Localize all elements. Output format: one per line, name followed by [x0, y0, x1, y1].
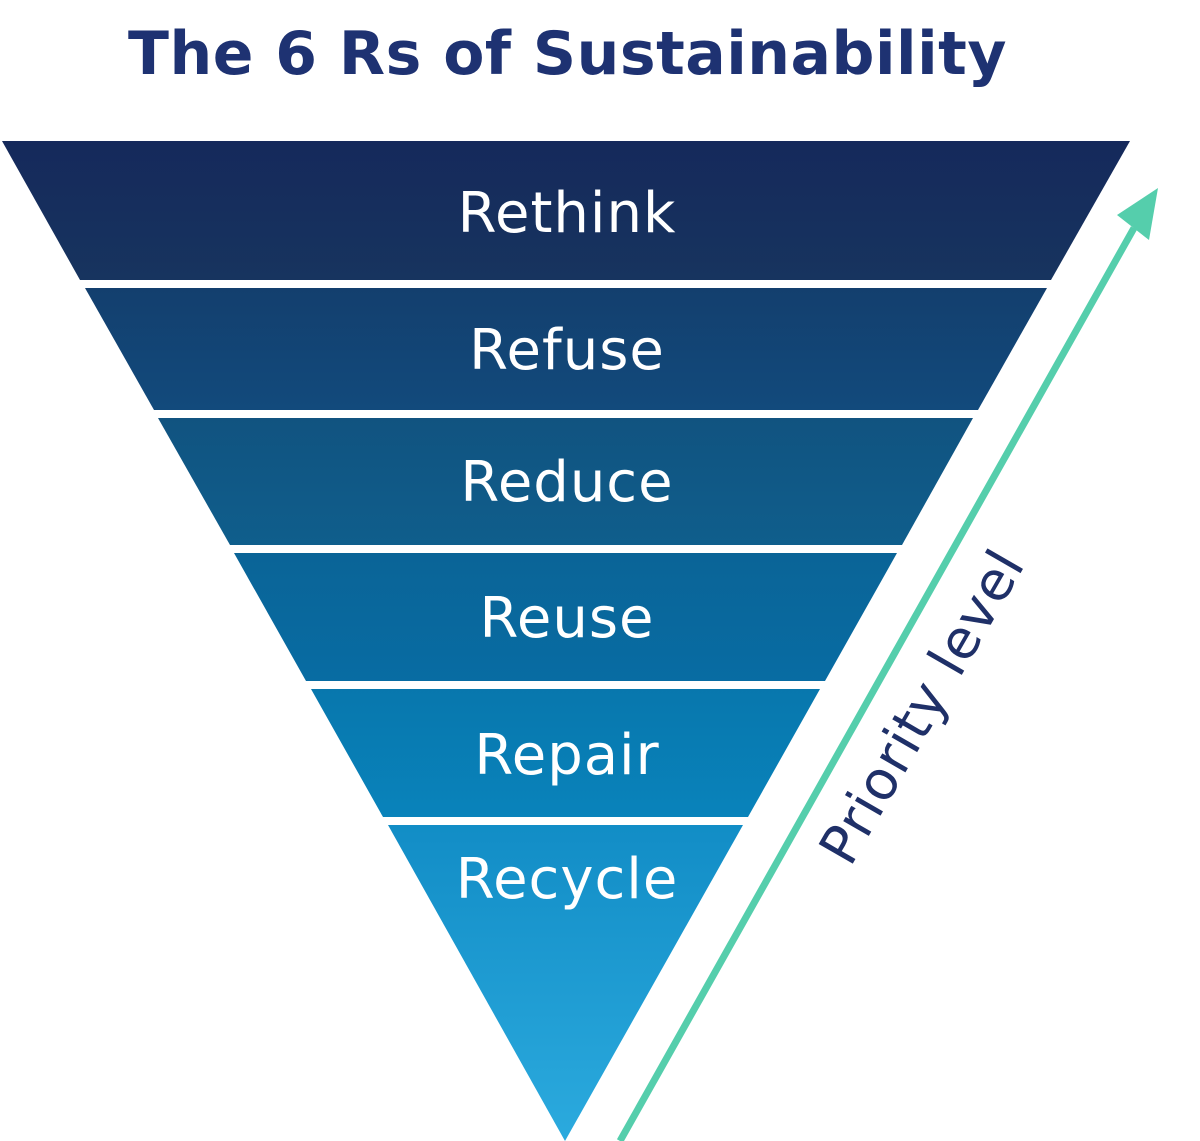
diagram-title: The 6 Rs of Sustainability	[128, 19, 1007, 89]
funnel-label-reuse: Reuse	[480, 586, 655, 651]
funnel-level-recycle: Recycle	[388, 825, 743, 1141]
funnel-band-repair	[311, 689, 820, 817]
priority-arrowhead-icon	[1117, 188, 1158, 240]
funnel-level-reuse: Reuse	[234, 553, 897, 681]
funnel-band-recycle	[388, 825, 743, 1141]
funnel-band-reuse	[234, 553, 897, 681]
funnel-label-rethink: Rethink	[458, 181, 677, 246]
funnel-level-reduce: Reduce	[158, 418, 973, 545]
priority-arrow-shaft	[616, 226, 1138, 1141]
funnel-band-refuse	[85, 288, 1047, 410]
funnel-label-repair: Repair	[474, 723, 659, 788]
funnel-label-reduce: Reduce	[460, 450, 673, 515]
priority-arrow	[616, 188, 1158, 1141]
funnel-band-reduce	[158, 418, 973, 545]
funnel-level-refuse: Refuse	[85, 288, 1047, 410]
funnel-level-repair: Repair	[311, 689, 820, 817]
funnel-label-recycle: Recycle	[456, 847, 679, 912]
funnel-band-rethink	[2, 141, 1130, 280]
funnel-label-refuse: Refuse	[469, 318, 665, 383]
funnel-level-rethink: Rethink	[2, 141, 1130, 280]
